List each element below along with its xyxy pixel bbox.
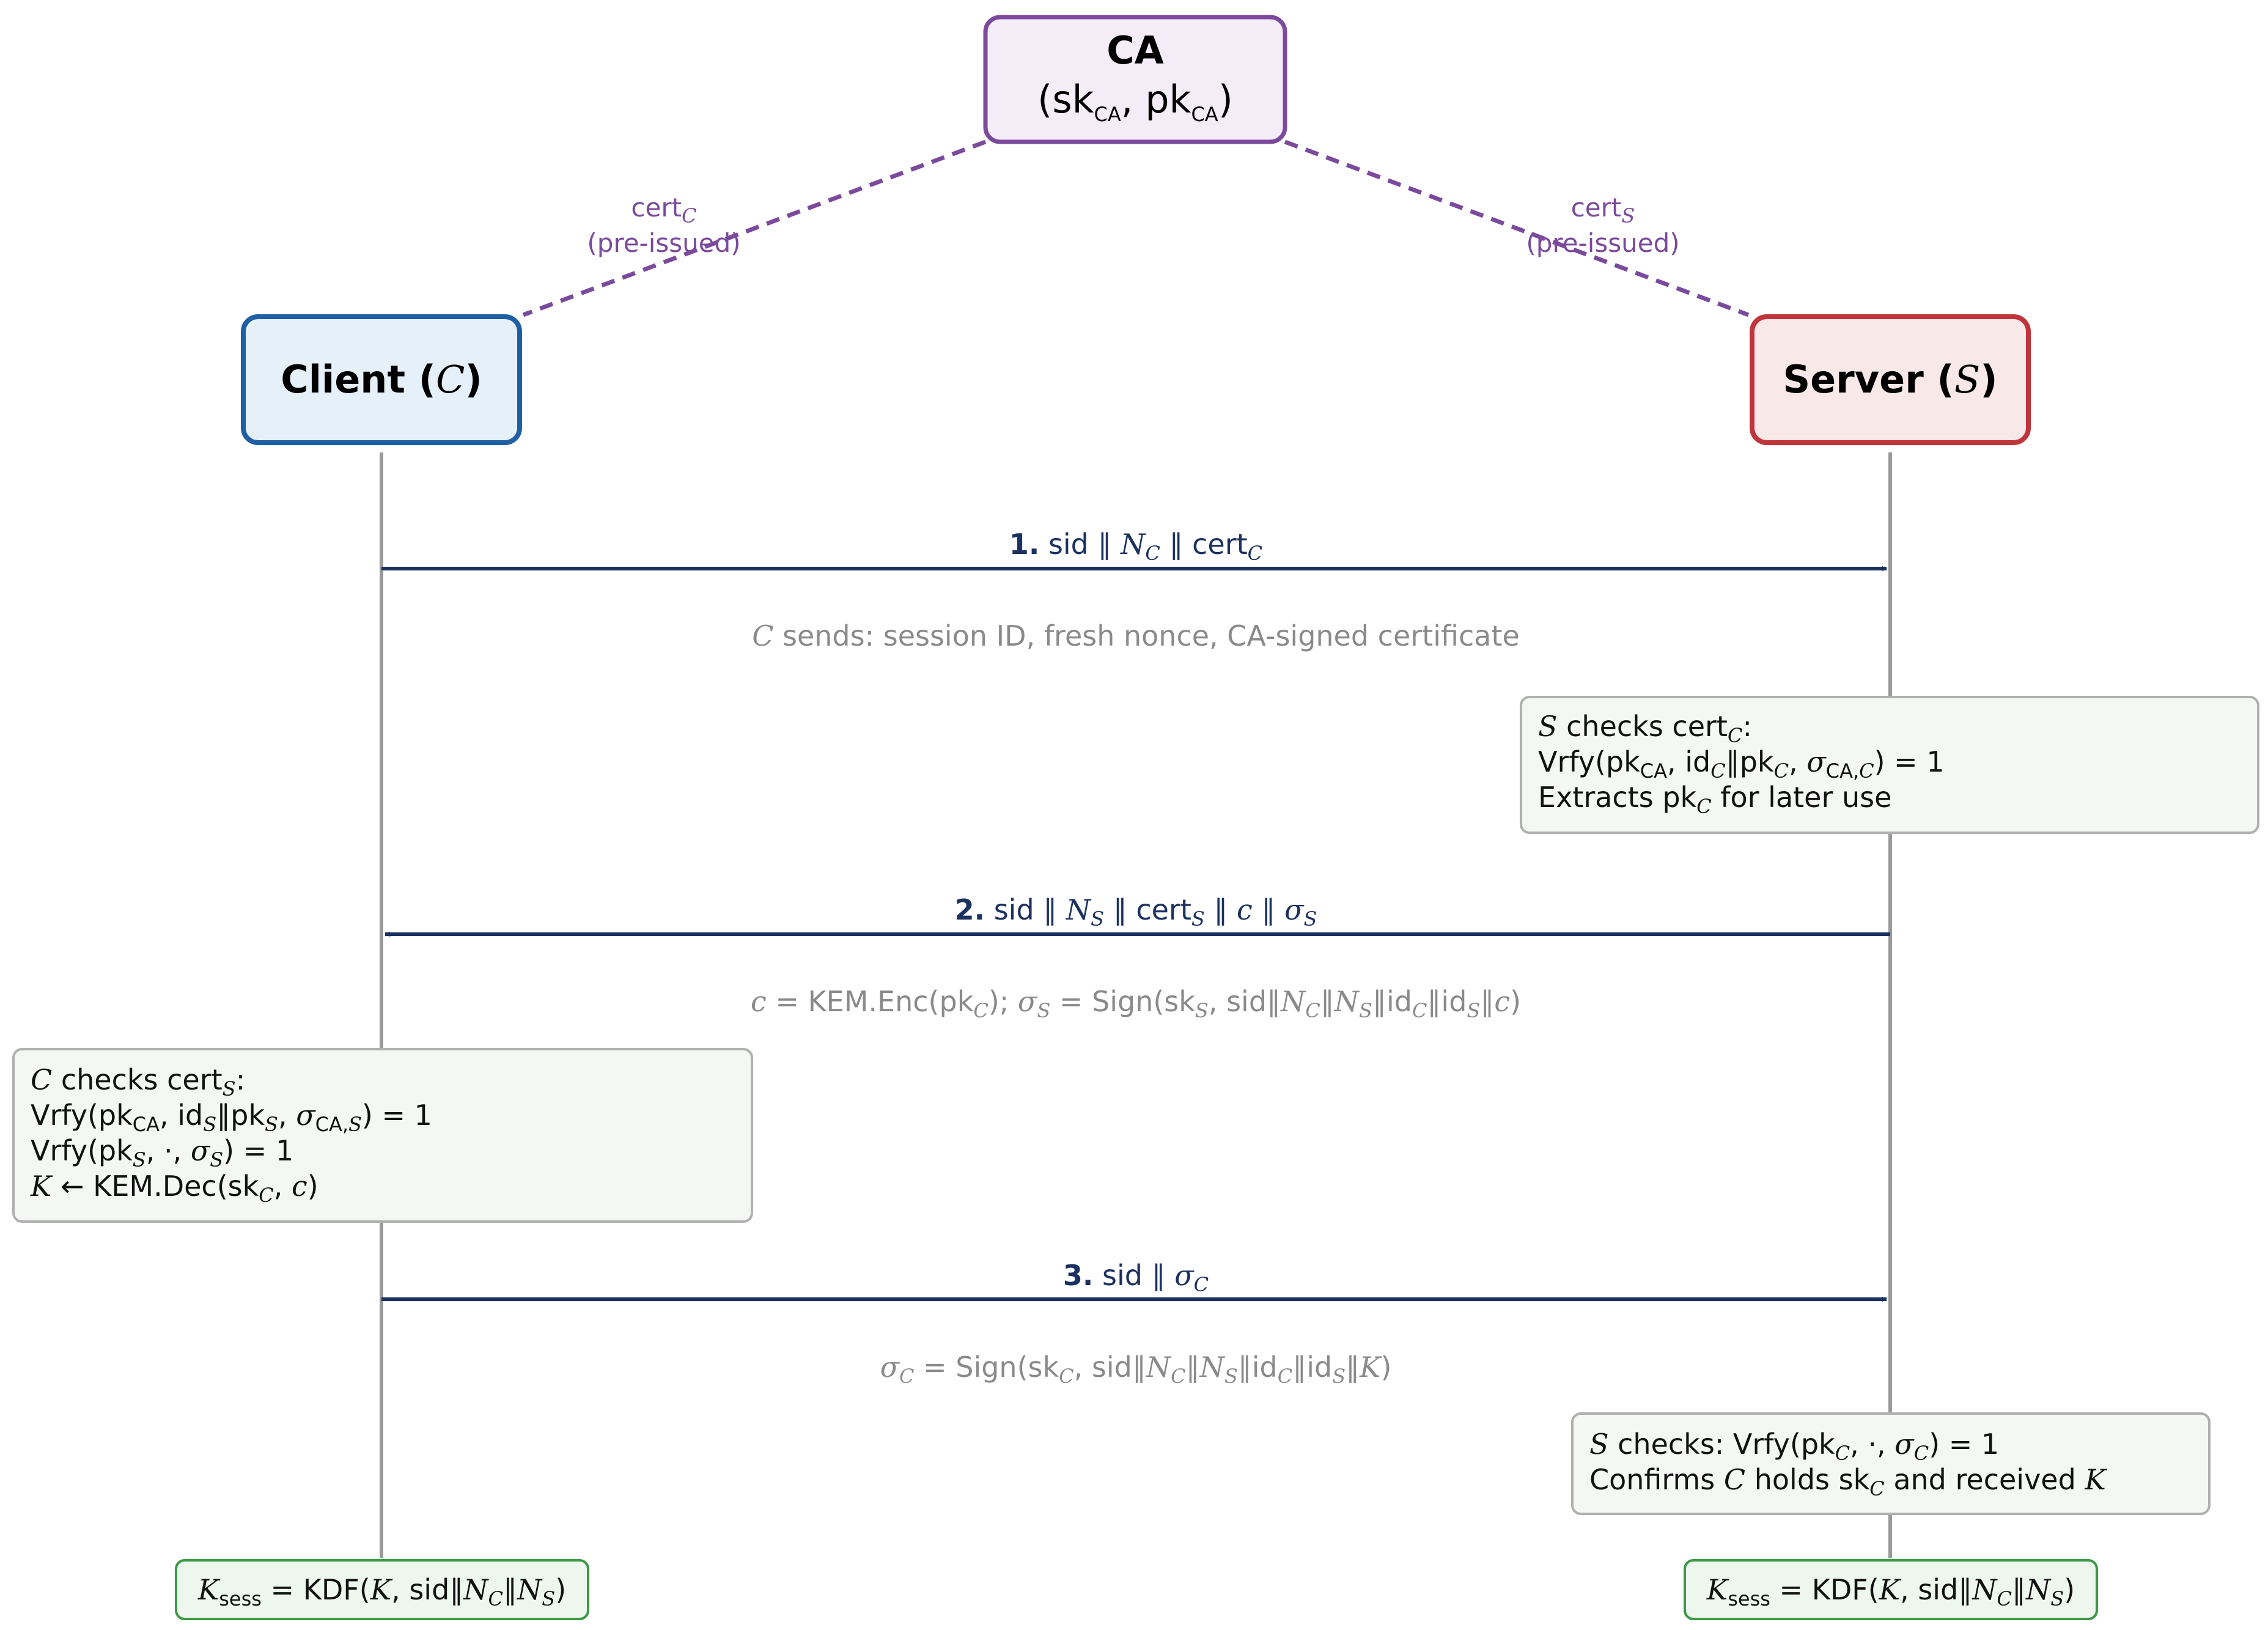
svg-text:(pre-issued): (pre-issued) [587,228,740,258]
message-2-label: 2. sid ∥ NS ∥ certS ∥ c ∥ σS [955,893,1317,931]
svg-text:Confirms C holds skC and recei: Confirms C holds skC and received K [1589,1463,2107,1500]
server-check-cert-client: S checks certC: Vrfy(pkCA, idC∥pkC, σCA,… [1520,696,2259,834]
svg-text:K ← KEM.Dec(skC, c): K ← KEM.Dec(skC, c) [30,1170,318,1207]
svg-text:certC: certC [631,193,696,227]
ca-title: CA [1106,28,1164,73]
ca-node: CA (skCA, pkCA) [983,15,1287,144]
message-1: 1. sid ∥ NC ∥ certC C sends: session ID,… [381,528,1887,652]
message-1-note: C sends: session ID, fresh nonce, CA-sig… [752,619,1520,652]
message-3: 3. sid ∥ σC σC = Sign(skC, sid∥NC∥NS∥idC… [381,1259,1887,1388]
client-session-key: Ksess = KDF(K, sid∥NC∥NS) [175,1559,589,1620]
svg-text:S checks: Vrfy(pkC, ·, σC) =: S checks: Vrfy(pkC, ·, σC) = 1 [1589,1428,1999,1465]
svg-text:Vrfy(pkS, ·, σS) = 1: Vrfy(pkS, ·, σS) = 1 [31,1134,293,1171]
client-node: Client (C) [241,314,522,445]
cert-label-right: certS (pre-issued) [1526,193,1679,258]
message-2: 2. sid ∥ NS ∥ certS ∥ c ∥ σS c = KEM.Enc… [385,893,1890,1022]
svg-text:Ksess = KDF(K, sid∥NC∥NS): Ksess = KDF(K, sid∥NC∥NS) [197,1573,566,1610]
svg-text:S checks certC:: S checks certC: [1538,710,1752,747]
cert-label-left: certC (pre-issued) [587,193,740,258]
svg-text:Vrfy(pkCA, idS∥pkS, σCA,S) = 1: Vrfy(pkCA, idS∥pkS, σCA,S) = 1 [31,1099,432,1136]
message-3-note: σC = Sign(skC, sid∥NC∥NS∥idC∥idS∥K) [880,1351,1392,1388]
server-session-key: Ksess = KDF(K, sid∥NC∥NS) [1684,1559,2098,1620]
server-title: Server (S) [1783,357,1997,402]
message-1-label: 1. sid ∥ NC ∥ certC [1009,528,1262,565]
client-title: Client (C) [281,357,482,402]
server-node: Server (S) [1750,314,2031,445]
svg-text:Vrfy(pkCA, idC∥pkC, σCA,C) = 1: Vrfy(pkCA, idC∥pkC, σCA,C) = 1 [1538,745,1945,783]
svg-text:certS: certS [1571,193,1635,227]
svg-text:C checks certS:: C checks certS: [31,1063,245,1101]
ca-keys: (skCA, pkCA) [1037,77,1233,126]
server-check-signature: S checks: Vrfy(pkC, ·, σC) = 1 Confirms … [1571,1412,2211,1515]
cert-arrow-left [522,139,987,317]
svg-text:Extracts pkC for later use: Extracts pkC for later use [1538,781,1891,818]
svg-text:Ksess = KDF(K, sid∥NC∥NS): Ksess = KDF(K, sid∥NC∥NS) [1706,1573,2075,1610]
message-2-note: c = KEM.Enc(pkC); σS = Sign(skS, sid∥NC∥… [751,985,1521,1022]
message-3-label: 3. sid ∥ σC [1063,1259,1209,1296]
svg-text:(pre-issued): (pre-issued) [1526,228,1679,258]
cert-arrow-right [1284,139,1750,317]
client-check-cert-server: C checks certS: Vrfy(pkCA, idS∥pkS, σCA,… [12,1048,753,1223]
